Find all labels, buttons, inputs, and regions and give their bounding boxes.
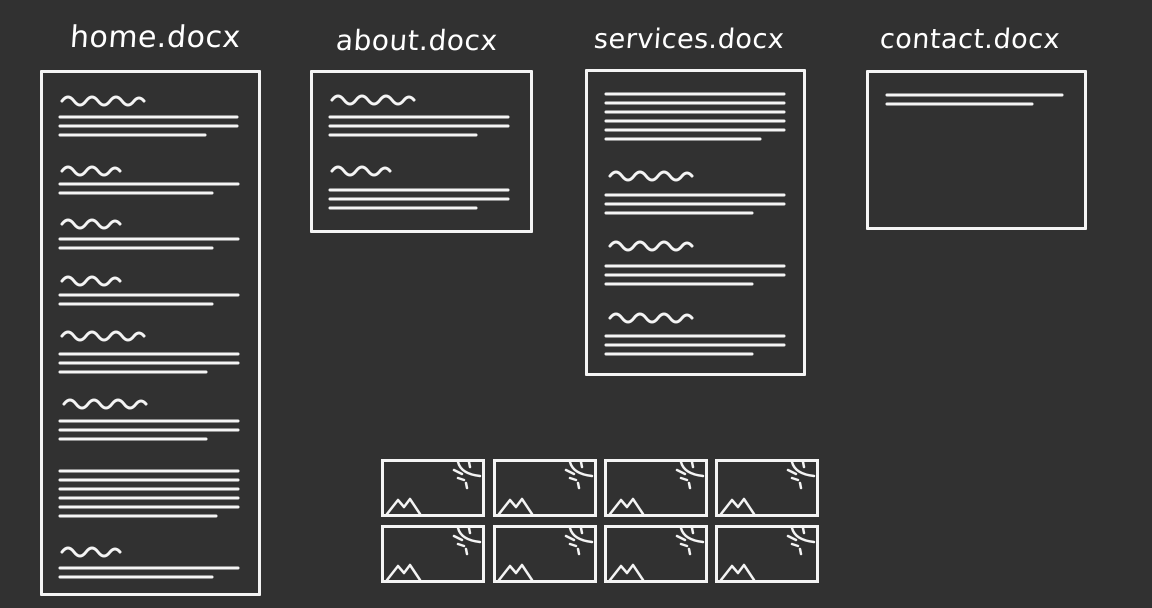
doc-page-contact <box>866 70 1087 230</box>
image-placeholder <box>604 459 708 517</box>
image-placeholder <box>604 525 708 583</box>
doc-page-about <box>310 70 533 233</box>
landscape-image-icon <box>385 528 482 580</box>
landscape-image-icon <box>385 462 482 514</box>
image-placeholder <box>715 525 819 583</box>
doc-title-contact: contact.docx <box>878 24 1062 55</box>
doc-title-about: about.docx <box>334 24 499 57</box>
landscape-image-icon <box>608 462 705 514</box>
landscape-image-icon <box>608 528 705 580</box>
doc-title-home: home.docx <box>68 20 242 55</box>
image-placeholder <box>493 459 597 517</box>
doc-title-services: services.docx <box>592 24 786 55</box>
landscape-image-icon <box>719 462 816 514</box>
landscape-image-icon <box>719 528 816 580</box>
image-placeholder <box>715 459 819 517</box>
doc-page-services <box>585 69 806 376</box>
image-placeholder <box>493 525 597 583</box>
landscape-image-icon <box>497 528 594 580</box>
landscape-image-icon <box>497 462 594 514</box>
image-placeholder <box>381 525 485 583</box>
doc-page-home <box>40 70 261 596</box>
image-placeholder <box>381 459 485 517</box>
